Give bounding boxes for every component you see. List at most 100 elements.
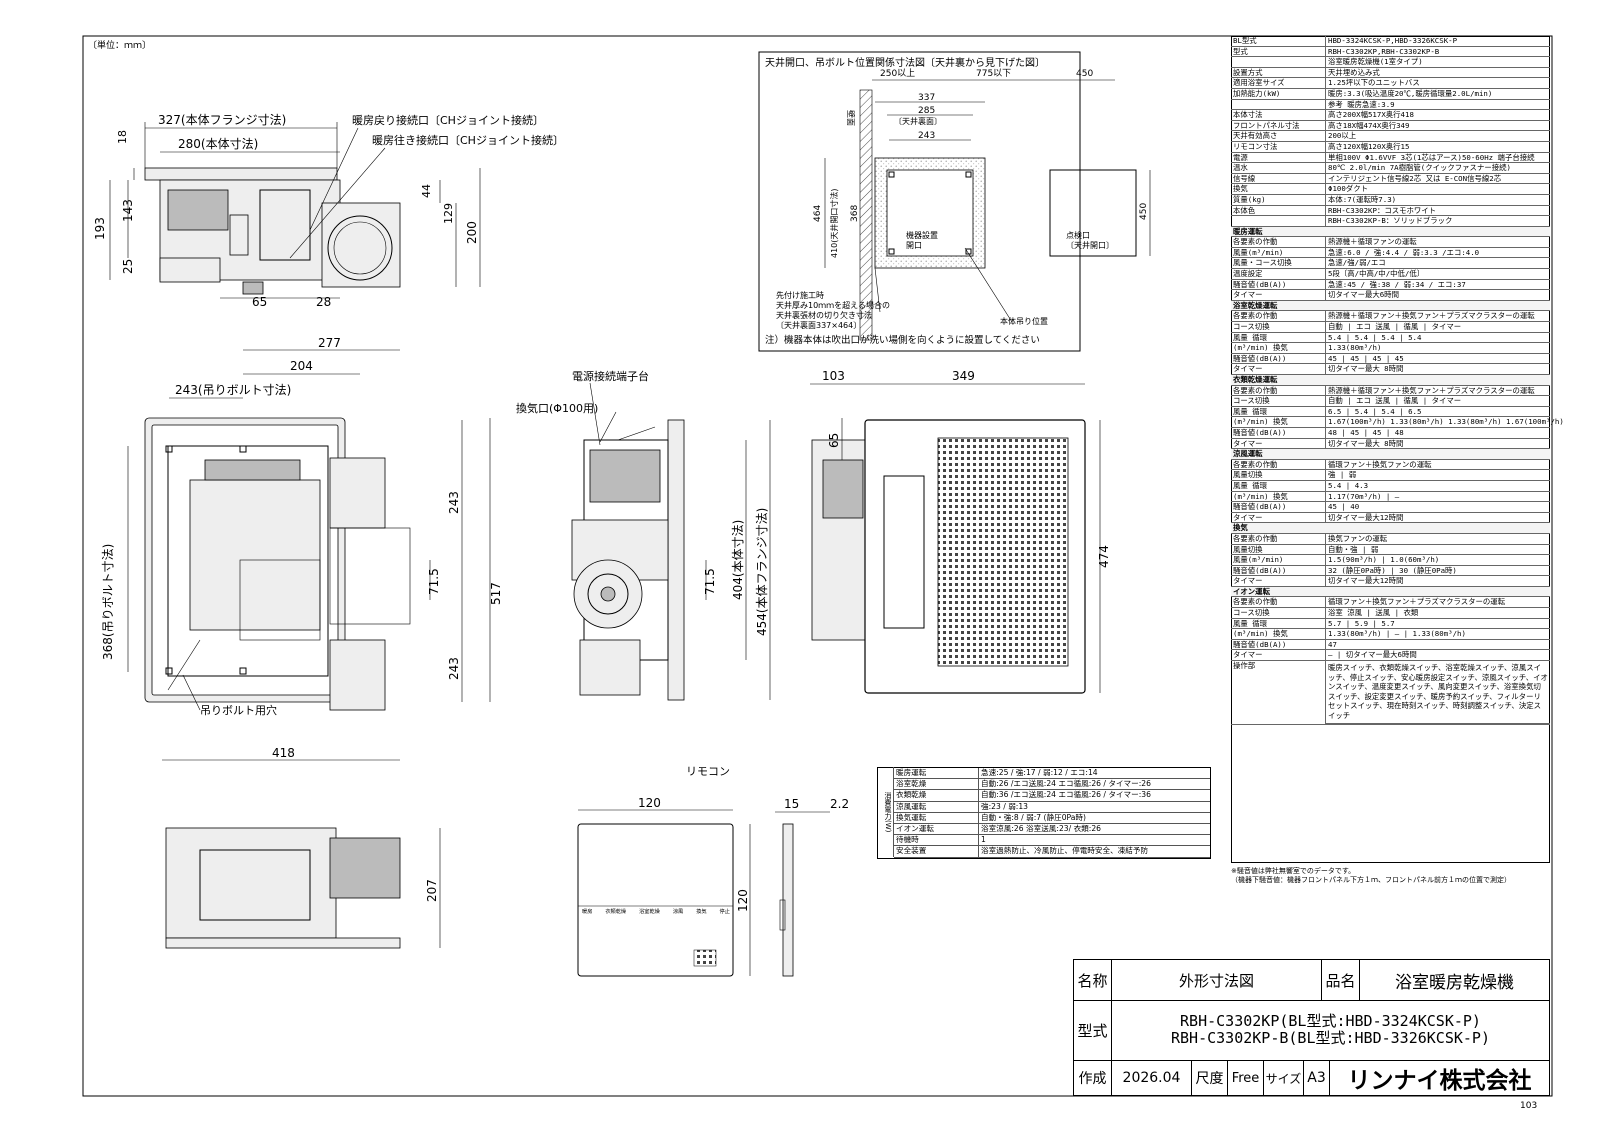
note-line4: 〔天井裏面337×464〕 [776,320,861,330]
dim-71-5-side: 71.5 [703,568,717,595]
remote-btn-bath[interactable]: 浴室乾燥 [639,909,660,915]
spec-row-key: タイマー [1231,576,1326,586]
dim-193: 193 [93,217,107,240]
spec-row-value: 1.17(70m³/h) | ― [1328,491,1400,501]
spec-row-value: HBD-3324KCSK-P,HBD-3326KCSK-P [1328,36,1458,45]
top-view: 327(本体フランジ寸法) 280(本体寸法) 18 193 143 25 65… [93,113,564,309]
spec-row: 信号線インテリジェント信号線2芯 又は E-CON信号線2芯 [1231,173,1550,185]
tb-scale-label: 尺度 [1192,1060,1228,1096]
spec-row-value: 強 | 弱 [1328,470,1357,480]
spec-row: タイマー切タイマー最大12時間 [1231,576,1550,587]
spec-row-value: 熱源機＋循環ファンの運転 [1328,237,1417,247]
unit-note: 〔単位：ｍｍ〕 [88,39,151,51]
power-row-value: 自動:36 /エコ送風:24 エコ循風:26 / タイマー:36 [981,790,1151,800]
spec-row-key: タイマー [1231,290,1326,300]
spec-row-value: 45 | 45 | 45 | 45 [1328,353,1404,363]
power-row: 涼風運転強:23 / 弱:13 [894,801,1210,813]
dim-243c: 243 [918,131,935,141]
spec-row-key: コース切換 [1231,322,1326,332]
spec-row-value: 5段〔高/中高/中/中低/低〕 [1328,269,1425,279]
spec-row-key: 風量 循環 [1231,480,1326,491]
dim-71-5: 71.5 [427,568,441,595]
dim-143: 143 [121,199,135,222]
spec-row-value: 1.67(100m³/h) 1.33(80m³/h) 1.33(80m³/h) … [1328,417,1564,427]
spec-row-value: 32 (静圧0Pa時) | 30 (静圧0Pa時) [1328,565,1457,575]
spec-row: 風量・コース切換急速/強/弱/エコ [1231,258,1550,270]
spec-row: 参考 暖房急速:3.9 [1231,99,1550,111]
remote-btn-stop[interactable]: 停止 [719,909,730,915]
power-row-key: 安全装置 [894,846,979,857]
spec-row-key: (m³/min) 換気 [1231,343,1326,353]
remote-btn-vent[interactable]: 換気 [696,909,707,915]
dim-450w: 450 [1076,69,1093,79]
dim-200: 200 [465,221,479,244]
power-row: イオン運転浴室涼風:26 浴室送風:23/ 衣類:26 [894,824,1210,836]
dim-349: 349 [952,369,975,383]
remote-body [577,823,734,977]
spec-row-key: 天井有効高さ [1231,131,1326,141]
spec-row: 電源単相100V Φ1.6VVF 3芯(1芯はアース)50-60Hz 端子台接続 [1231,152,1550,164]
spec-row-value: 切タイマー最大 8時間 [1328,438,1404,448]
remote-btn-cloth[interactable]: 衣類乾燥 [605,909,627,915]
remote-btn-heat[interactable]: 暖房 [582,909,593,915]
spec-section-title: 衣類乾燥運転 [1231,375,1550,386]
spec-row-value: 参考 暖房急速:3.9 [1328,99,1395,109]
tb-product-value: 浴室暖房乾燥機 [1395,972,1514,993]
spec-row-value: 切タイマー最大6時間 [1328,290,1399,300]
label-bolt-hole: 吊りボルト用穴 [200,703,277,717]
power-row-value: 自動:26 /エコ送風:24 エコ循風:26 / タイマー:26 [981,779,1151,789]
dim-474: 474 [1097,545,1111,568]
power-row-key: 待機時 [894,835,979,846]
dim-285: 285 [918,106,935,116]
ceiling-title: 天井開口、吊ボルト位置関係寸法図〔天井裏から見下げた図〕 [765,56,1045,69]
footnote-1: ※騒音値は弊社無響室でのデータです。 [1231,867,1356,875]
spec-row-value: 1.33(80m³/h) [1328,343,1382,353]
spec-row: 騒音値(dB(A))45 | 45 | 45 | 45 [1231,353,1550,365]
dim-243-bolt: 243(吊りボルト寸法) [175,383,291,397]
tb-scale-value: Free [1228,1060,1264,1096]
spec-row: フロントパネル寸法高さ18X幅474X奥行349 [1231,120,1550,132]
spec-row-key: 各要素の作動 [1231,311,1326,322]
dim-277: 277 [318,336,341,350]
note-line3: 天井裏張材の切り欠き寸法 [776,310,872,320]
dim-368-bolt: 368(吊りボルト寸法) [101,544,115,660]
spec-row-value: 6.5 | 5.4 | 5.4 | 6.5 [1328,406,1422,416]
note-line1: 先付け施工時 [776,290,824,300]
speaker-icon [693,949,717,967]
spec-row: 騒音値(dB(A))45 | 40 [1231,502,1550,513]
spec-row-value: 循環ファン＋換気ファンの運転 [1328,459,1432,469]
tb-made-value: 2026.04 [1112,1060,1192,1096]
spec-row-value: 熱源機＋循環ファン＋換気ファン＋プラズマクラスターの運転 [1328,385,1535,395]
spec-row-value: 47 [1328,639,1337,649]
spec-row: 騒音値(dB(A))32 (静圧0Pa時) | 30 (静圧0Pa時) [1231,565,1550,577]
spec-row-key: 風量切換 [1231,470,1326,480]
spec-row-key: 各要素の作動 [1231,533,1326,544]
spec-row-key: 型式 [1231,46,1326,57]
spec-row-key: 風量・コース切換 [1231,258,1326,269]
footnote-2: （機器下騒音値：機器フロントパネル下方１ｍ、フロントパネル前方１ｍの位置で測定） [1231,876,1511,884]
spec-row-key: (m³/min) 換気 [1231,417,1326,427]
spec-row: 各要素の作動循環ファン＋換気ファン＋プラズマクラスターの運転 [1231,597,1550,609]
power-row: 浴室乾燥自動:26 /エコ送風:24 エコ循風:26 / タイマー:26 [894,779,1210,791]
spec-row-value: 浴室暖房乾燥機(1室タイプ) [1328,57,1423,67]
spec-row-value: 5.7 | 5.9 | 5.7 [1328,618,1395,628]
spec-row-value: 80℃ 2.0l/min 7A樹脂管(クイックファスナー接続) [1328,163,1511,173]
remote-btn-cool[interactable]: 涼風 [672,909,684,915]
side-view: 電源接続端子台 換気口(Φ100用) 71.5 404(本体寸法) 454(本体… [516,369,771,701]
spec-row: 浴室暖房乾燥機(1室タイプ) [1231,57,1550,68]
dim-285-note: 〔天井裏面〕 [894,116,942,126]
spec-footnotes: ※騒音値は弊社無響室でのデータです。 （機器下騒音値：機器フロントパネル下方１ｍ… [1231,867,1550,885]
spec-row: タイマー切タイマー最大6時間 [1231,290,1550,301]
spec-section-title: 涼風運転 [1231,449,1550,460]
note-line2: 天井厚み10ｍｍを超える場合の [776,300,890,310]
spec-row-value: 200以上 [1328,131,1357,141]
spec-row-key: 本体色 [1231,205,1326,216]
spec-row-value: 1.33(80m³/h) | ― | 1.33(80m³/h) [1328,629,1466,639]
